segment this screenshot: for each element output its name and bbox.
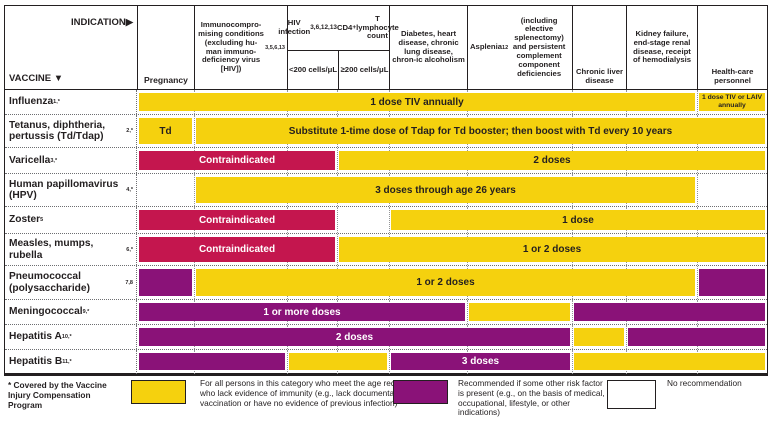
- legend-swatch-no-recommendation: [607, 380, 656, 409]
- legend-text-no-recommendation: No recommendation: [667, 378, 742, 388]
- recommendation-bar-red: Contraindicated: [139, 210, 335, 230]
- recommendation-bar-red: Contraindicated: [139, 237, 335, 262]
- column-header-chronic-liver: Chronic liver disease: [572, 6, 626, 89]
- vaccine-label-pneumococcal: Pneumococcal (polysaccharide)7,8: [5, 266, 137, 299]
- column-gridline: [572, 350, 573, 374]
- recommendation-bar-yellow: 1 dose: [391, 210, 765, 230]
- recommendation-bar-purple: 2 doses: [139, 328, 570, 346]
- header-corner-cell: INDICATION▶ VACCINE ▼: [5, 6, 137, 89]
- recommendation-bar-yellow: Td: [139, 118, 192, 144]
- column-gridline: [467, 300, 468, 324]
- legend-swatch-risk-factor: [393, 380, 448, 404]
- recommendation-bar-yellow: 1 or 2 doses: [339, 237, 765, 262]
- table-row-tdap: Tetanus, diphtheria, pertussis (Td/Tdap)…: [5, 115, 767, 148]
- recommendation-bar-blank-purple: [139, 353, 285, 370]
- vaccine-label-tdap: Tetanus, diphtheria, pertussis (Td/Tdap)…: [5, 115, 137, 147]
- legend-swatch-recommended: [131, 380, 186, 404]
- column-gridline: [194, 266, 195, 299]
- recommendation-bar-purple: 1 or more doses: [139, 303, 465, 321]
- row-bars-pneumococcal: 1 or 2 doses: [137, 266, 767, 299]
- legend: * Covered by the Vaccine Injury Compensa…: [0, 374, 772, 431]
- column-gridline: [337, 148, 338, 173]
- row-bars-hepatitis_b: 3 doses: [137, 350, 767, 374]
- recommendation-bar-red: Contraindicated: [139, 151, 335, 170]
- row-bars-meningococcal: 1 or more doses: [137, 300, 767, 324]
- column-gridline: [287, 350, 288, 374]
- hiv-subcolumns: <200 cells/μL ≥200 cells/μL: [288, 50, 389, 89]
- recommendation-bar-purple: 3 doses: [391, 353, 570, 370]
- vaccine-axis-label: VACCINE ▼: [9, 73, 64, 85]
- column-gridline: [697, 266, 698, 299]
- recommendation-bar-yellow: 1 dose TIV or LAIV annually: [699, 93, 765, 111]
- column-header-healthcare-personnel: Health-care personnel: [697, 6, 767, 89]
- column-gridline: [194, 174, 195, 206]
- column-header-kidney-failure: Kidney failure, end-stage renal disease,…: [626, 6, 697, 89]
- column-header-diabetes: Diabetes, heart disease, chronic lung di…: [389, 6, 467, 89]
- column-header-pregnancy: Pregnancy: [137, 6, 194, 89]
- recommendation-bar-yellow: 1 or 2 doses: [196, 269, 695, 296]
- recommendation-bar-yellow: 2 doses: [339, 151, 765, 170]
- column-gridline: [337, 207, 338, 233]
- column-gridline: [194, 115, 195, 147]
- column-gridline: [697, 174, 698, 206]
- column-header-immunocompromising: Immunocompro-mising conditions (excludin…: [194, 6, 287, 89]
- column-gridline: [572, 325, 573, 349]
- recommendation-bar-yellow: 1 dose TIV annually: [139, 93, 695, 111]
- column-gridline: [389, 207, 390, 233]
- column-gridline: [389, 350, 390, 374]
- table-row-hpv: Human papillomavirus (HPV)4,* 3 doses thr…: [5, 174, 767, 207]
- recommendation-bar-blank-purple: [574, 303, 765, 321]
- column-gridline: [337, 234, 338, 265]
- row-bars-hepatitis_a: 2 doses: [137, 325, 767, 349]
- vicp-footnote: * Covered by the Vaccine Injury Compensa…: [8, 380, 107, 410]
- table-row-pneumococcal: Pneumococcal (polysaccharide)7,8 1 or 2 d…: [5, 266, 767, 300]
- column-gridline: [697, 90, 698, 114]
- recommendation-bar-yellow: Substitute 1-time dose of Tdap for Td bo…: [196, 118, 765, 144]
- legend-text-risk-factor: Recommended if some other risk factor is…: [458, 378, 605, 418]
- recommendation-bar-blank-purple: [139, 269, 192, 296]
- column-header-cd4-ge200: ≥200 cells/μL: [338, 51, 390, 89]
- legend-text-recommended: For all persons in this category who mee…: [200, 378, 449, 408]
- schedule-table: INDICATION▶ VACCINE ▼ Pregnancy Immunoco…: [4, 5, 768, 376]
- recommendation-bar-blank-purple: [699, 269, 765, 296]
- column-gridline: [572, 300, 573, 324]
- recommendation-bar-blank-yellow: [574, 353, 765, 370]
- vaccine-label-hpv: Human papillomavirus (HPV)4,*: [5, 174, 137, 206]
- column-header-cd4-lt200: <200 cells/μL: [288, 65, 338, 75]
- recommendation-bar-blank-yellow: [469, 303, 570, 321]
- row-bars-hpv: 3 doses through age 26 years: [137, 174, 767, 206]
- recommendation-bar-blank-purple: [628, 328, 765, 346]
- recommendation-bar-blank-yellow: [289, 353, 387, 370]
- indication-axis-label: INDICATION▶: [70, 17, 133, 28]
- column-gridline: [626, 325, 627, 349]
- table-header: INDICATION▶ VACCINE ▼ Pregnancy Immunoco…: [5, 6, 767, 90]
- recommendation-bar-blank-yellow: [574, 328, 624, 346]
- recommendation-bar-yellow: 3 doses through age 26 years: [196, 177, 695, 203]
- row-bars-zoster: Contraindicated 1 dose: [137, 207, 767, 233]
